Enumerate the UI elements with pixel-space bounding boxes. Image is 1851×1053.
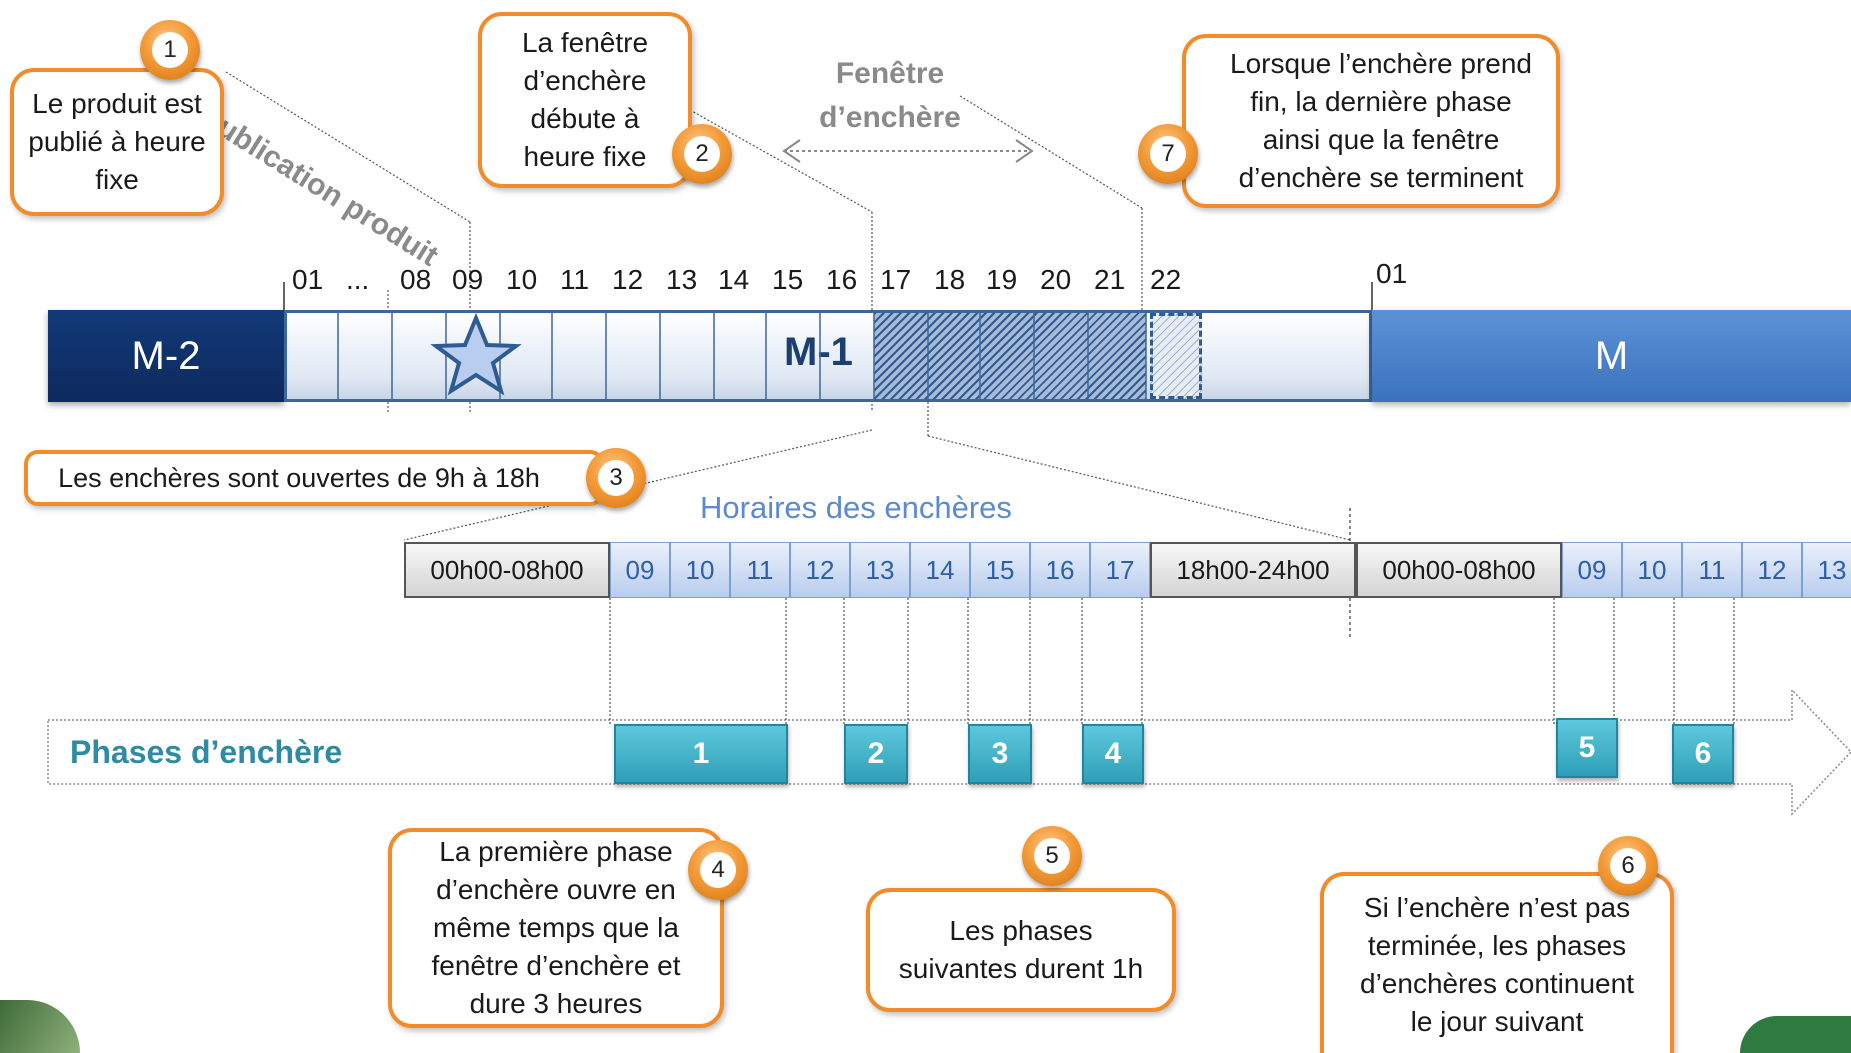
publication-label: Publication produit (194, 100, 444, 273)
badge-5-number: 5 (1034, 838, 1070, 874)
month-m-label: M (1594, 333, 1629, 378)
decorative-leaf-left (0, 1000, 80, 1053)
top-tick: 20 (1040, 264, 1072, 295)
phase-4: 4 (1082, 724, 1144, 784)
month-m: M (1372, 310, 1851, 402)
phase-4-label: 4 (1104, 737, 1122, 770)
callout-6-text: Si l’enchère n’est pas terminée, les pha… (1360, 891, 1634, 1037)
schedule-cell: 00h00-08h00 (1356, 542, 1562, 598)
badge-4: 4 (688, 840, 748, 900)
callout-3-text: Les enchères sont ouvertes de 9h à 18h (58, 463, 540, 493)
badge-7: 7 (1138, 124, 1198, 184)
top-tick: 18 (934, 264, 966, 295)
callout-7: Lorsque l’enchère prend fin, la dernière… (1182, 34, 1560, 208)
schedule-cell: 11 (1682, 542, 1742, 598)
callout-5: Les phases suivantes durent 1h (866, 888, 1176, 1012)
schedule-cell: 12 (1742, 542, 1802, 598)
top-tick: 19 (986, 264, 1018, 295)
schedule-cell: 14 (910, 542, 970, 598)
top-tick: 10 (506, 264, 538, 295)
top-tick: 17 (880, 264, 912, 295)
window-double-arrow (782, 139, 1034, 163)
month-m2-label: M-2 (131, 333, 201, 378)
top-tick: 09 (452, 264, 484, 295)
schedule-cell: 00h00-08h00 (404, 542, 610, 598)
phase-6: 6 (1672, 724, 1734, 784)
top-tick: 22 (1150, 264, 1182, 295)
phases-label: Phases d’enchère (70, 734, 343, 770)
schedule-cell: 15 (970, 542, 1030, 598)
callout-4: La première phase d’enchère ouvre en mêm… (388, 828, 724, 1028)
callout-5-text: Les phases suivantes durent 1h (898, 915, 1144, 984)
badge-6-number: 6 (1610, 848, 1646, 884)
badge-3: 3 (586, 448, 646, 508)
phase-3: 3 (968, 724, 1032, 784)
badge-2-number: 2 (684, 136, 720, 172)
top-tick: 12 (612, 264, 644, 295)
month-m1-label: M-1 (784, 330, 853, 374)
badge-2: 2 (672, 124, 732, 184)
badge-6: 6 (1598, 836, 1658, 896)
auction-window-extension (1150, 313, 1202, 399)
phase-3-label: 3 (991, 737, 1009, 770)
schedule-cell: 17 (1090, 542, 1150, 598)
month-m2: M-2 (48, 310, 284, 402)
schedule-cell: 16 (1030, 542, 1090, 598)
auction-window-hatch (874, 313, 1146, 399)
top-tick: 13 (666, 264, 698, 295)
schedule-cell: 09 (1562, 542, 1622, 598)
callout-3: Les enchères sont ouvertes de 9h à 18h (24, 450, 604, 506)
badge-1: 1 (140, 20, 200, 80)
badge-1-number: 1 (152, 32, 188, 68)
badge-3-number: 3 (598, 460, 634, 496)
schedule-cell: 10 (670, 542, 730, 598)
top-tick: ... (346, 264, 370, 295)
schedule-title: Horaires des enchères (700, 490, 1012, 525)
badge-5: 5 (1022, 826, 1082, 886)
phase-6-label: 6 (1694, 737, 1712, 770)
decorative-leaf-right (1740, 1016, 1851, 1053)
top-tick: 08 (400, 264, 432, 295)
schedule-cell: 09 (610, 542, 670, 598)
phase-5-label: 5 (1578, 731, 1596, 764)
phase-1: 1 (614, 724, 788, 784)
callout-1-text: Le produit est publié à heure fixe (28, 88, 206, 195)
top-tick: 21 (1094, 264, 1126, 295)
schedule-cell: 13 (1802, 542, 1851, 598)
callout-2-text: La fenêtre d’enchère débute à heure fixe (521, 27, 649, 172)
top-tick: 15 (772, 264, 804, 295)
top-tick: 11 (560, 264, 590, 295)
callout-4-text: La première phase d’enchère ouvre en mêm… (431, 836, 681, 1019)
schedule-cell: 13 (850, 542, 910, 598)
callout-2: La fenêtre d’enchère débute à heure fixe (478, 12, 692, 188)
window-label: Fenêtre d’enchère (819, 57, 961, 134)
callout-7-text: Lorsque l’enchère prend fin, la dernière… (1230, 48, 1532, 193)
badge-4-number: 4 (700, 852, 736, 888)
phase-5: 5 (1556, 718, 1618, 778)
badge-7-number: 7 (1150, 136, 1186, 172)
callout-1: Le produit est publié à heure fixe (10, 68, 224, 216)
phase-2: 2 (844, 724, 908, 784)
schedule-cell: 10 (1622, 542, 1682, 598)
schedule-cell: 12 (790, 542, 850, 598)
phase-2-label: 2 (867, 737, 885, 770)
tick-m-01: 01 (1376, 258, 1408, 289)
schedule-cell: 18h00-24h00 (1150, 542, 1356, 598)
callout-6: Si l’enchère n’est pas terminée, les pha… (1320, 872, 1674, 1053)
top-tick: 01 (292, 264, 324, 295)
top-tick: 14 (718, 264, 750, 295)
top-tick: 16 (826, 264, 858, 295)
schedule-cell: 11 (730, 542, 790, 598)
phase-1-label: 1 (692, 737, 710, 770)
